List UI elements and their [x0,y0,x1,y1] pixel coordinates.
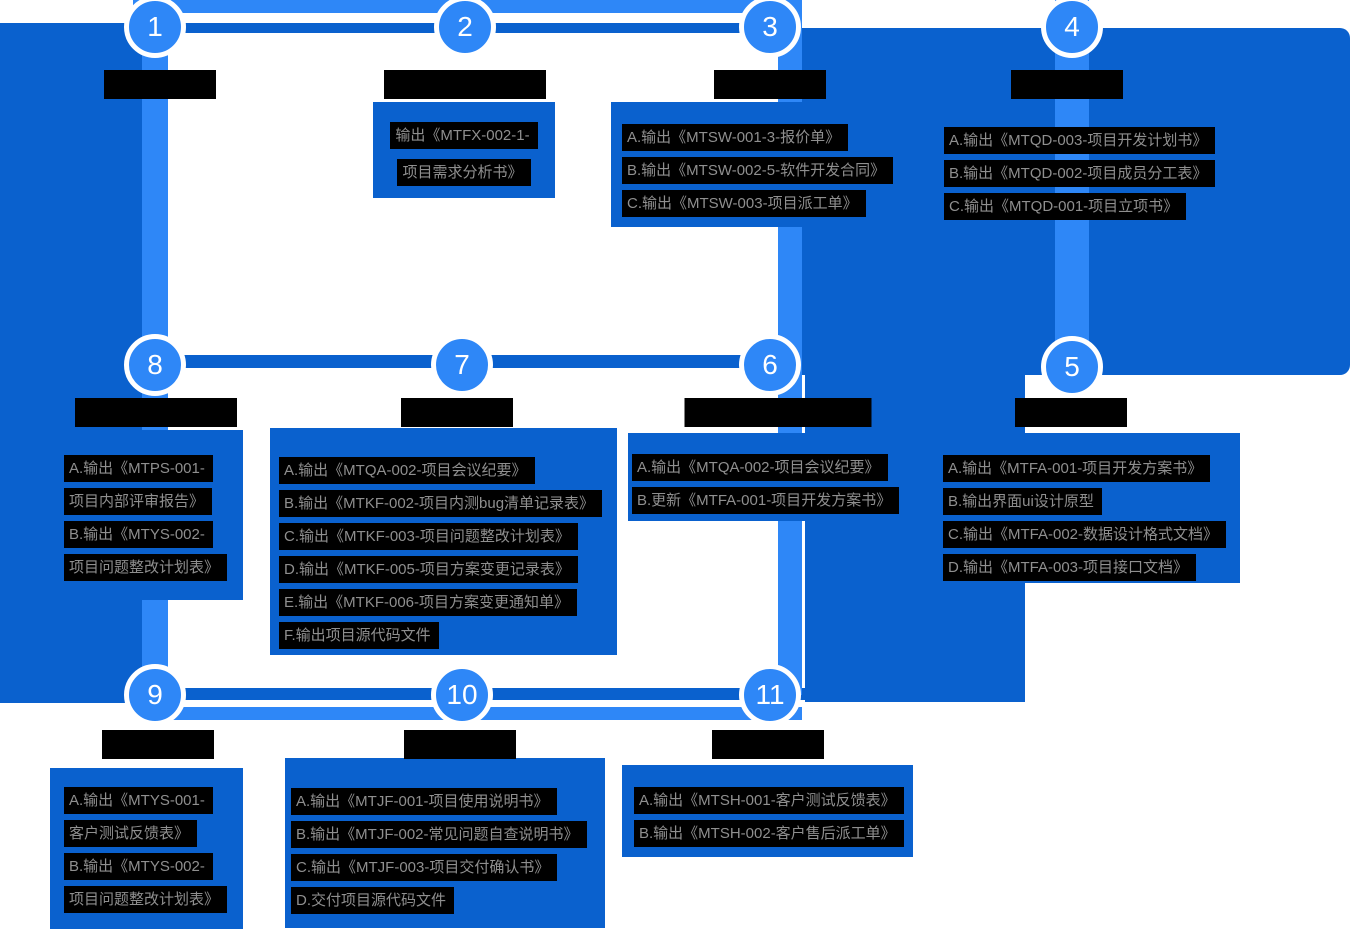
output-line: C.输出《MTQD-001-项目立项书》 [944,193,1187,220]
step-title-text: 项目开发 [401,394,513,428]
output-line: D.输出《MTKF-005-项目方案变更记录表》 [279,556,578,583]
output-line: A.输出《MTQD-003-项目开发计划书》 [944,127,1216,154]
step-5-outputs: A.输出《MTFA-001-项目开发方案书》 B.输出界面ui设计原型 C.输出… [943,455,1227,587]
step-5-number-badge: 5 [1041,336,1103,398]
step-11-number-badge: 11 [739,664,801,726]
step-title-text: 需求接入 [104,66,216,100]
output-line: A.输出《MTQA-002-项目会议纪要》 [279,457,535,484]
step-title-text: 需求评估分析 [384,66,546,100]
step-number: 7 [454,349,470,380]
output-line: C.输出《MTJF-003-项目交付确认书》 [291,854,558,881]
output-line: B.输出《MTSW-002-5-软件开发合同》 [622,157,894,184]
step-1-number-badge: 1 [124,0,186,58]
step-3-outputs: A.输出《MTSW-001-3-报价单》 B.输出《MTSW-002-5-软件开… [622,124,894,223]
step-1-title: 需求接入 [104,66,216,100]
output-line: B.输出《MTYS-002- [64,521,213,548]
step-title-text: 项目方案 [1015,394,1127,428]
step-11-outputs: A.输出《MTSH-001-客户测试反馈表》 B.输出《MTSH-002-客户售… [634,787,904,853]
step-number: 4 [1064,11,1080,42]
step-3-title: 商务谈判 [714,66,826,100]
step-7-outputs: A.输出《MTQA-002-项目会议纪要》 B.输出《MTKF-002-项目内测… [279,457,603,655]
step-9-outputs: A.输出《MTYS-001- 客户测试反馈表》 B.输出《MTYS-002- 项… [64,787,228,919]
step-8-outputs: A.输出《MTPS-001- 项目内部评审报告》 B.输出《MTYS-002- … [64,455,228,587]
step-7-title: 项目开发 [401,394,513,428]
output-line: B.输出《MTYS-002- [64,853,213,880]
step-title-text: 项目内部评审 [75,394,237,428]
step-title-text: 商务谈判 [714,66,826,100]
step-6-title: 方案评审、确认 [684,394,872,428]
step-number: 3 [762,11,778,42]
step-6-outputs: A.输出《MTQA-002-项目会议纪要》 B.更新《MTFA-001-项目开发… [632,454,900,520]
output-line: C.输出《MTFA-002-数据设计格式文档》 [943,521,1227,548]
output-line: E.输出《MTKF-006-项目方案变更通知单》 [279,589,578,616]
step-number: 1 [147,11,163,42]
output-line: 项目问题整改计划表》 [64,554,228,581]
output-line: A.输出《MTJF-001-项目使用说明书》 [291,788,557,815]
output-line: A.输出《MTPS-001- [64,455,213,482]
step-8-number-badge: 8 [124,334,186,396]
step-5-title: 项目方案 [1015,394,1127,428]
output-line: A.输出《MTSW-001-3-报价单》 [622,124,849,151]
output-line: B.更新《MTFA-001-项目开发方案书》 [632,487,900,514]
step-title-text: 项目交付 [404,726,516,760]
step-4-number-badge: 4 [1041,0,1103,58]
step-title-text: 项目售后 [712,726,824,760]
step-11-title: 项目售后 [712,726,824,760]
step-number: 6 [762,349,778,380]
output-line: B.输出《MTJF-002-常见问题自查说明书》 [291,821,587,848]
output-line: C.输出《MTKF-003-项目问题整改计划表》 [279,523,578,550]
output-line: D.交付项目源代码文件 [291,887,455,914]
step-10-number-badge: 10 [431,664,493,726]
step-9-number-badge: 9 [124,664,186,726]
step-8-title: 项目内部评审 [75,394,237,428]
step-3-number-badge: 3 [739,0,801,58]
step-10-outputs: A.输出《MTJF-001-项目使用说明书》 B.输出《MTJF-002-常见问… [291,788,587,920]
output-line: D.输出《MTFA-003-项目接口文档》 [943,554,1197,581]
step-7-number-badge: 7 [431,334,493,396]
step-2-title: 需求评估分析 [384,66,546,100]
step-2-number-badge: 2 [434,0,496,58]
output-line: 输出《MTFX-002-1- [390,122,538,149]
output-line: F.输出项目源代码文件 [279,622,439,649]
step-title-text: 方案评审、确认 [684,394,872,428]
output-line: 客户测试反馈表》 [64,820,198,847]
output-line: B.输出《MTKF-002-项目内测bug清单记录表》 [279,490,603,517]
output-line: B.输出界面ui设计原型 [943,488,1102,515]
output-line: C.输出《MTSW-003-项目派工单》 [622,190,866,217]
output-line: 项目问题整改计划表》 [64,886,228,913]
output-line: A.输出《MTSH-001-客户测试反馈表》 [634,787,904,814]
output-line: 项目内部评审报告》 [64,488,213,515]
step-4-outputs: A.输出《MTQD-003-项目开发计划书》 B.输出《MTQD-002-项目成… [944,127,1216,226]
step-number: 10 [446,679,478,710]
connector-left-column [0,23,143,703]
step-number: 11 [755,679,785,710]
step-title-text: 项目启动 [1011,66,1123,100]
output-line: A.输出《MTFA-001-项目开发方案书》 [943,455,1211,482]
output-line: B.输出《MTSH-002-客户售后派工单》 [634,820,904,847]
step-9-title: 客户验收 [102,726,214,760]
step-4-title: 项目启动 [1011,66,1123,100]
step-number: 2 [457,11,473,42]
output-line: B.输出《MTQD-002-项目成员分工表》 [944,160,1216,187]
output-line: A.输出《MTQA-002-项目会议纪要》 [632,454,888,481]
output-line: 项目需求分析书》 [397,159,531,186]
step-number: 5 [1064,351,1080,382]
output-line: A.输出《MTYS-001- [64,787,213,814]
step-title-text: 客户验收 [102,726,214,760]
step-number: 8 [147,349,163,380]
step-6-number-badge: 6 [739,334,801,396]
step-number: 9 [147,679,163,710]
step-2-outputs: 输出《MTFX-002-1- 项目需求分析书》 [373,122,555,196]
step-10-title: 项目交付 [404,726,516,760]
